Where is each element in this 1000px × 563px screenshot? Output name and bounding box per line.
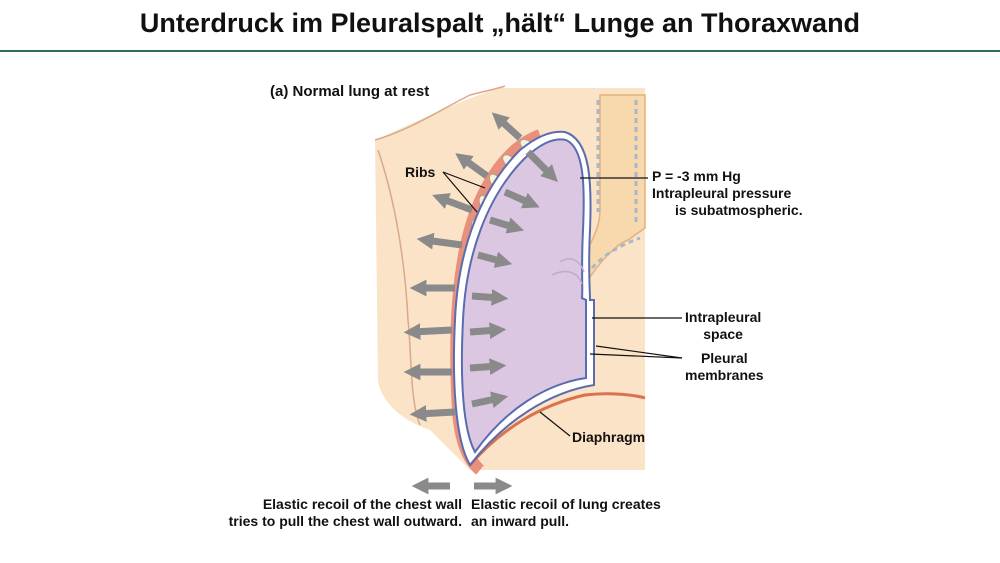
leader-lines — [442, 171, 683, 437]
title-divider — [0, 50, 1000, 52]
pressure-desc-2: is subatmospheric. — [675, 202, 803, 218]
label-intrapleural-space: Intrapleural space — [685, 309, 761, 343]
label-pleural-membranes: Pleural membranes — [685, 350, 764, 384]
pleural-line-1: Pleural — [700, 350, 748, 366]
body-contour-side — [377, 149, 421, 426]
chestwall-line-2: tries to pull the chest wall outward. — [228, 513, 462, 529]
label-chest-wall-recoil: Elastic recoil of the chest wall tries t… — [229, 496, 462, 530]
slide-title: Unterdruck im Pleuralspalt „hält“ Lunge … — [139, 8, 861, 38]
label-lung-recoil: Elastic recoil of lung creates an inward… — [471, 496, 661, 530]
panel-title: (a) Normal lung at rest — [270, 83, 430, 100]
pressure-value: P = -3 mm Hg — [652, 168, 741, 184]
chest-wall-outward-arrows — [403, 112, 523, 422]
intrapleural-line-2: space — [703, 326, 743, 342]
label-diaphragm: Diaphragm — [572, 429, 646, 445]
chestwall-line-1: Elastic recoil of the chest wall — [262, 496, 462, 512]
lung-inward-arrows — [469, 149, 558, 408]
intrapleural-line-1: Intrapleural — [685, 309, 762, 325]
diaphragm — [468, 392, 646, 466]
body-contour — [374, 85, 506, 141]
lung-recoil-line-1: Elastic recoil of lung creates — [471, 496, 661, 512]
pleural-line-2: membranes — [685, 367, 764, 383]
pressure-desc-1: Intrapleural pressure — [652, 185, 792, 201]
label-ribs: Ribs — [405, 164, 436, 180]
label-pressure: P = -3 mm Hg Intrapleural pressure is su… — [652, 168, 803, 219]
lung-recoil-line-2: an inward pull. — [471, 513, 570, 529]
